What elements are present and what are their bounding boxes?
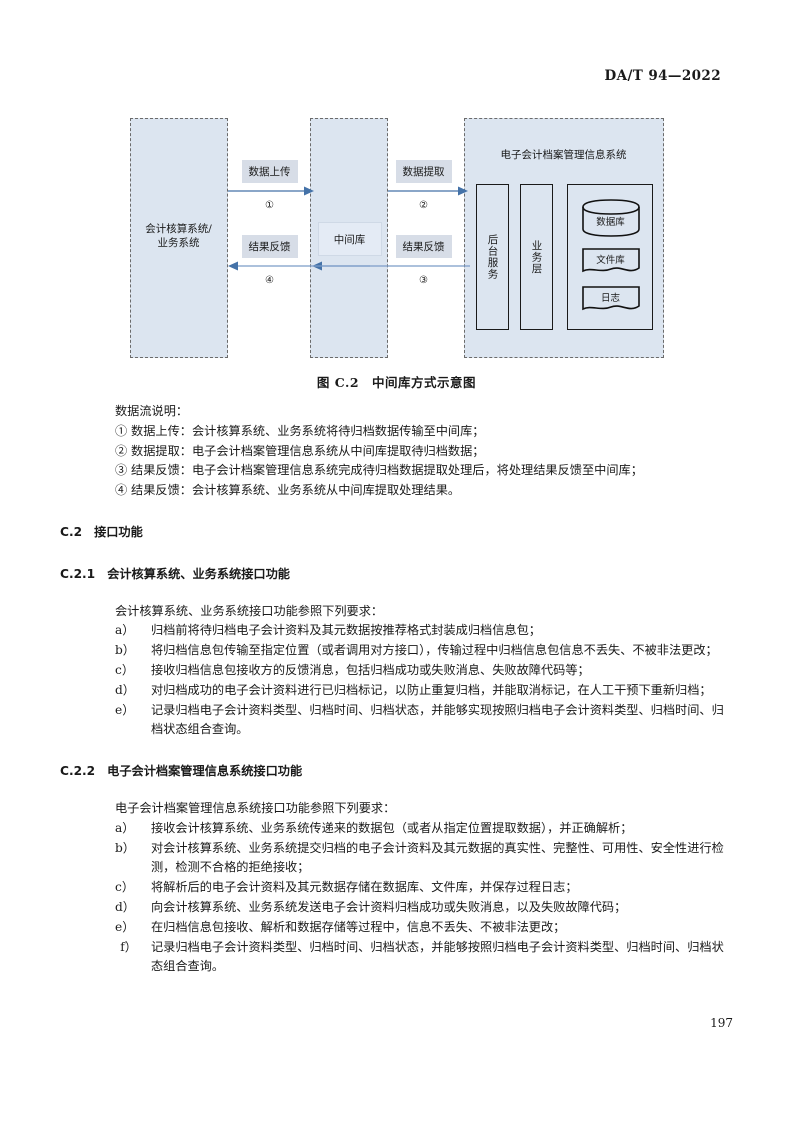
c22-list-item-a: a） 接收会计核算系统、业务系统传递来的数据包（或者从指定位置提取数据），并正确… (60, 819, 733, 839)
document-body: 数据流说明： ① 数据上传：会计核算系统、业务系统将待归档数据传输至中间库； ②… (60, 402, 733, 977)
figure-c2: 会计核算系统/ 业务系统 中间库 电子会计档案管理信息系统 后台服务 业务层 数… (0, 118, 793, 391)
page-header: DA/T 94—2022 (60, 68, 721, 94)
c22-text-c: 将解析后的电子会计资料及其元数据存储在数据库、文件库，并保存过程日志； (151, 880, 578, 895)
dataflow-item-2: ② 数据提取：电子会计档案管理信息系统从中间库提取待归档数据； (115, 443, 485, 458)
c21-marker-e: e） (115, 702, 135, 717)
c21-text-e: 记录归档电子会计资料类型、归档时间、归档状态，并能够实现按照归档电子会计资料类型… (151, 702, 724, 737)
c22-text-b: 对会计核算系统、业务系统提交归档的电子会计资料及其元数据的真实性、完整性、可用性… (151, 840, 724, 875)
flow-tag-result-feedback-3: 结果反馈 (395, 235, 452, 258)
dataflow-item-3: ③ 结果反馈：电子会计档案管理信息系统完成待归档数据提取处理后，将处理结果反馈至… (115, 463, 643, 478)
c22-text-e: 在归档信息包接收、解析和数据存储等过程中，信息不丢失、不被非法更改； (151, 919, 566, 934)
file-store-document-icon: 文件库 (581, 247, 641, 275)
c22-text-d: 向会计核算系统、业务系统发送电子会计资料归档成功或失败消息，以及失败故障代码； (151, 899, 627, 914)
accounting-system-box (129, 118, 228, 358)
intermediate-db-inner-label: 中间库 (317, 222, 382, 256)
c21-marker-c: c） (115, 662, 135, 677)
c22-text-a: 接收会计核算系统、业务系统传递来的数据包（或者从指定位置提取数据），并正确解析； (151, 820, 633, 835)
c21-text-d: 对归档成功的电子会计资料进行已归档标记，以防止重复归档，并能取消标记，在人工干预… (151, 682, 712, 697)
accounting-system-label-line2: 业务系统 (157, 237, 200, 249)
c22-lead: 电子会计档案管理信息系统接口功能参照下列要求： (115, 800, 396, 815)
flow-number-4: ④ (265, 275, 274, 286)
database-label: 数据库 (596, 217, 625, 228)
dataflow-item-1: ① 数据上传：会计核算系统、业务系统将待归档数据传输至中间库； (115, 423, 485, 438)
c22-marker-d: d） (115, 899, 135, 914)
c21-list-item-e: e） 记录归档电子会计资料类型、归档时间、归档状态，并能够实现按照归档电子会计资… (60, 701, 733, 741)
archive-system-title: 电子会计档案管理信息系统 (500, 149, 627, 161)
c21-marker-a: a） (115, 623, 135, 638)
dataflow-item-4: ④ 结果反馈：会计核算系统、业务系统从中间库提取处理结果。 (115, 483, 461, 498)
c21-list-item-d: d） 对归档成功的电子会计资料进行已归档标记，以防止重复归档，并能取消标记，在人… (60, 681, 733, 701)
section-c21-title: 会计核算系统、业务系统接口功能 (107, 566, 290, 581)
flow-tag-data-extract: 数据提取 (395, 160, 452, 183)
accounting-system-label-line1: 会计核算系统/ (145, 223, 212, 235)
c21-marker-b: b） (115, 643, 135, 658)
page-number: 197 (710, 1016, 733, 1030)
c22-list-item-f: f） 记录归档电子会计资料类型、归档时间、归档状态，并能够按照归档电子会计资料类… (60, 938, 733, 978)
c22-marker-b: b） (115, 840, 135, 855)
c22-marker-c: c） (115, 880, 135, 895)
flow-number-1: ① (265, 200, 274, 211)
c21-marker-d: d） (115, 682, 135, 697)
c21-lead: 会计核算系统、业务系统接口功能参照下列要求： (115, 603, 384, 618)
c22-text-f: 记录归档电子会计资料类型、归档时间、归档状态，并能够按照归档电子会计资料类型、归… (151, 939, 724, 974)
c21-list-item-b: b） 将归档信息包传输至指定位置（或者调用对方接口），传输过程中归档信息包信息不… (60, 641, 733, 661)
flow-number-3: ③ (419, 275, 428, 286)
log-document-icon: 日志 (581, 285, 641, 313)
c22-marker-a: a） (115, 820, 135, 835)
section-c21-number: C.2.1 (60, 566, 96, 581)
section-c22-title: 电子会计档案管理信息系统接口功能 (107, 764, 303, 779)
storage-pillar: 数据库 文件库 日志 (566, 184, 653, 330)
file-store-label: 文件库 (596, 255, 625, 266)
section-c2-number: C.2 (60, 524, 83, 539)
c22-list-item-d: d） 向会计核算系统、业务系统发送电子会计资料归档成功或失败消息，以及失败故障代… (60, 898, 733, 918)
section-c2-title: 接口功能 (94, 524, 143, 539)
database-cylinder-icon: 数据库 (581, 199, 641, 237)
arrow-feedback4-left-icon (227, 261, 370, 271)
c21-list-item-c: c） 接收归档信息包接收方的反馈消息，包括归档成功或失败消息、失败故障代码等； (60, 661, 733, 681)
diagram-canvas: 会计核算系统/ 业务系统 中间库 电子会计档案管理信息系统 后台服务 业务层 数… (124, 118, 670, 358)
flow-tag-result-feedback-4: 结果反馈 (241, 235, 298, 258)
section-heading-c21: C.2.1 会计核算系统、业务系统接口功能 (60, 565, 733, 585)
intermediate-db-label: 中间库 (333, 233, 366, 246)
c22-list-item-e: e） 在归档信息包接收、解析和数据存储等过程中，信息不丢失、不被非法更改； (60, 918, 733, 938)
backend-service-pillar: 后台服务 (475, 184, 509, 330)
business-layer-pillar: 业务层 (519, 184, 553, 330)
standard-code: DA/T 94—2022 (604, 68, 721, 84)
c21-text-a: 归档前将待归档电子会计资料及其元数据按推荐格式封装成归档信息包； (151, 623, 541, 638)
section-heading-c2: C.2 接口功能 (60, 523, 733, 543)
figure-caption: 图 C.2 中间库方式示意图 (316, 375, 477, 390)
c21-text-b: 将归档信息包传输至指定位置（或者调用对方接口），传输过程中归档信息包信息不丢失、… (151, 643, 718, 658)
section-heading-c22: C.2.2 电子会计档案管理信息系统接口功能 (60, 762, 733, 782)
log-label: 日志 (600, 293, 620, 304)
c22-list-item-c: c） 将解析后的电子会计资料及其元数据存储在数据库、文件库，并保存过程日志； (60, 878, 733, 898)
c21-text-c: 接收归档信息包接收方的反馈消息，包括归档成功或失败消息、失败故障代码等； (151, 662, 590, 677)
c21-list-item-a: a） 归档前将待归档电子会计资料及其元数据按推荐格式封装成归档信息包； (60, 621, 733, 641)
accounting-system-label: 会计核算系统/ 业务系统 (130, 222, 228, 250)
section-c22-number: C.2.2 (60, 764, 96, 779)
arrow-upload-right-icon (227, 186, 314, 196)
flow-number-2: ② (419, 200, 428, 211)
c22-marker-e: e） (115, 919, 135, 934)
flow-tag-data-upload: 数据上传 (241, 160, 298, 183)
c22-list-item-b: b） 对会计核算系统、业务系统提交归档的电子会计资料及其元数据的真实性、完整性、… (60, 839, 733, 879)
business-layer-label: 业务层 (530, 239, 543, 275)
c22-marker-f: f） (120, 939, 137, 954)
arrow-extract-right-icon (387, 186, 468, 196)
dataflow-heading: 数据流说明： (115, 404, 189, 418)
backend-service-label: 后台服务 (486, 234, 499, 280)
